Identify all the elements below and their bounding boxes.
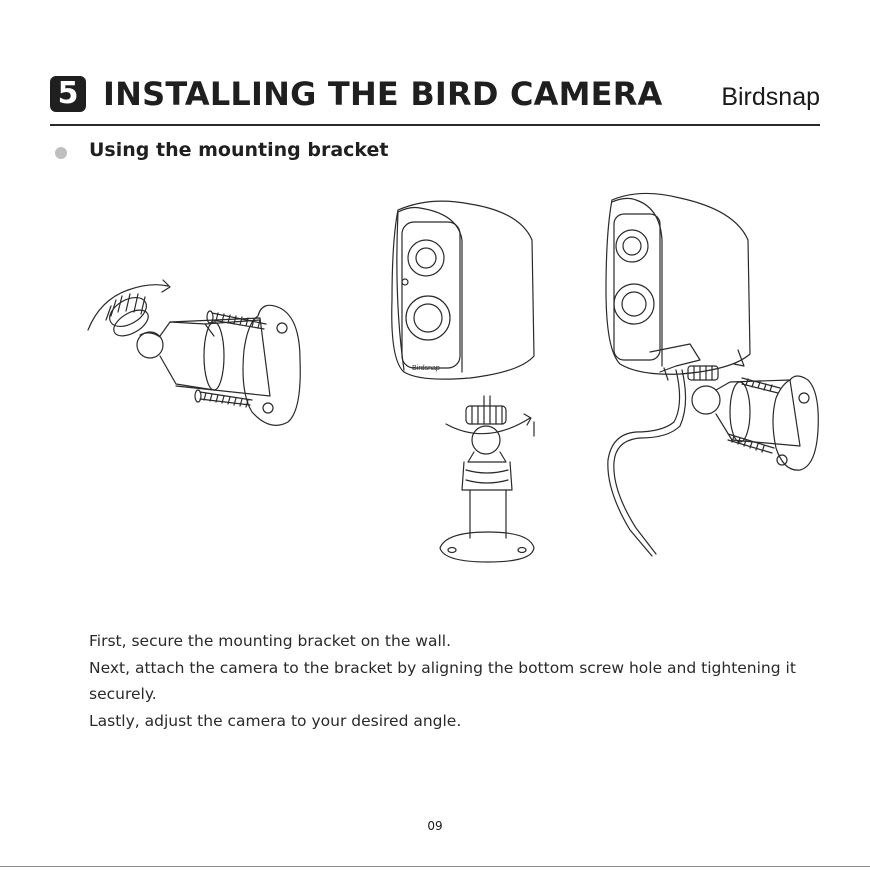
- footer-divider: [0, 866, 870, 867]
- installation-illustrations: Birdsnap: [0, 180, 870, 580]
- section-title: Using the mounting bracket: [89, 137, 389, 163]
- page-number: 09: [0, 819, 870, 833]
- instruction-step-2: Next, attach the camera to the bracket b…: [89, 655, 824, 708]
- step-number-badge: 5: [50, 76, 86, 112]
- page-header: 5 INSTALLING THE BIRD CAMERA Birdsnap: [50, 72, 820, 118]
- wall-bracket-illustration: [88, 280, 300, 425]
- brand-name: Birdsnap: [721, 82, 820, 112]
- instruction-step-3: Lastly, adjust the camera to your desire…: [89, 708, 824, 735]
- instructions: First, secure the mounting bracket on th…: [89, 628, 824, 734]
- mounted-camera-illustration: [606, 193, 818, 556]
- instruction-step-1: First, secure the mounting bracket on th…: [89, 628, 824, 655]
- camera-and-bracket-illustration: Birdsnap: [392, 201, 534, 562]
- camera-logo: Birdsnap: [412, 365, 440, 372]
- header-divider: [50, 124, 820, 126]
- section-bullet-icon: [55, 147, 67, 159]
- page-title: INSTALLING THE BIRD CAMERA: [103, 72, 663, 116]
